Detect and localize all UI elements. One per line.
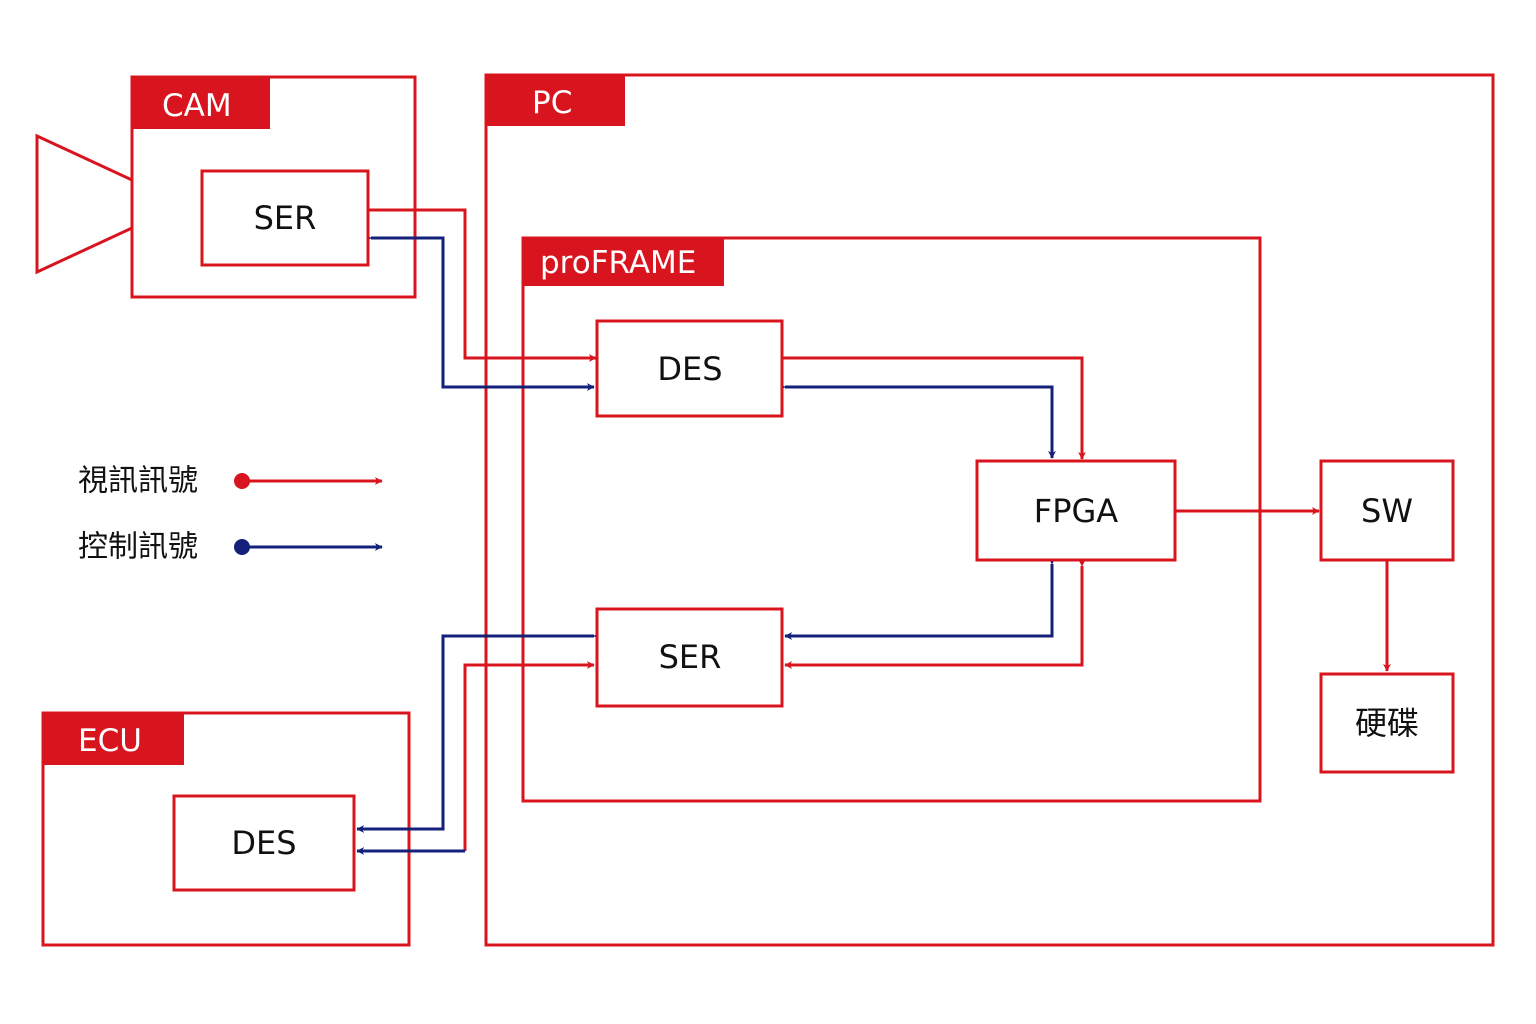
ecu-container: ECU bbox=[41, 711, 411, 947]
ecu-tab bbox=[43, 713, 184, 765]
legend-control-signal: 控制訊號 bbox=[78, 530, 383, 565]
control-line-cam-ser-des bbox=[363, 234, 595, 391]
legend-video-signal: 視訊訊號 bbox=[78, 464, 383, 499]
disk-node: 硬碟 bbox=[1319, 672, 1455, 774]
legend-control-label: 控制訊號 bbox=[78, 530, 198, 565]
video-line-ser-ecu-des bbox=[463, 661, 595, 851]
proframe-label: proFRAME bbox=[540, 245, 696, 281]
cam-tab bbox=[132, 77, 270, 129]
ecu-des-label: DES bbox=[231, 824, 296, 862]
pc-label: PC bbox=[532, 85, 572, 121]
sw-node: SW bbox=[1319, 459, 1455, 562]
pc-tab bbox=[486, 75, 625, 126]
cam-label: CAM bbox=[162, 88, 232, 124]
disk-label: 硬碟 bbox=[1355, 704, 1419, 742]
proframe-des-node: DES bbox=[595, 319, 784, 418]
proframe-des-label: DES bbox=[657, 350, 722, 388]
camera-lens-icon bbox=[35, 133, 134, 275]
video-line-des-to-fpga bbox=[782, 356, 1086, 460]
control-line-des-fpga bbox=[777, 383, 1056, 459]
sw-label: SW bbox=[1361, 492, 1413, 530]
fpga-node: FPGA bbox=[975, 459, 1177, 562]
legend: 視訊訊號 控制訊號 bbox=[78, 464, 383, 565]
proframe-ser-label: SER bbox=[659, 638, 722, 676]
cam-container: CAM bbox=[130, 75, 417, 299]
video-line-fpga-to-ser bbox=[784, 558, 1086, 669]
control-line-ser-ecu-des-upper bbox=[356, 632, 602, 833]
cam-ser-label: SER bbox=[254, 199, 317, 237]
ecu-label: ECU bbox=[78, 723, 142, 759]
pc-container: PC bbox=[484, 73, 1495, 947]
proframe-ser-node: SER bbox=[595, 607, 784, 708]
ecu-des-node: DES bbox=[172, 794, 356, 892]
fpga-label: FPGA bbox=[1034, 492, 1119, 530]
control-line-fpga-ser bbox=[784, 556, 1056, 640]
legend-video-label: 視訊訊號 bbox=[78, 464, 198, 499]
cam-ser-node: SER bbox=[200, 169, 370, 267]
